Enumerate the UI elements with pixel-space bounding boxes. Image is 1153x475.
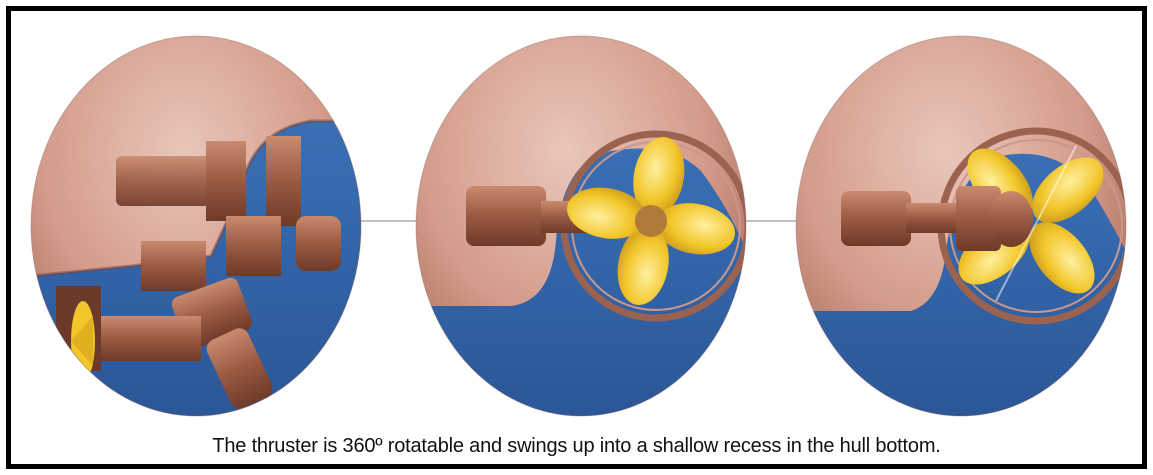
figure-caption: The thruster is 360º rotatable and swing… xyxy=(11,431,1142,461)
thruster-deployed-side-view xyxy=(411,31,756,431)
thruster-illustration xyxy=(11,11,1142,431)
thruster-stowed-in-recess xyxy=(31,31,371,431)
figure-frame: The thruster is 360º rotatable and swing… xyxy=(6,6,1147,469)
thruster-rotated-view xyxy=(791,31,1131,431)
